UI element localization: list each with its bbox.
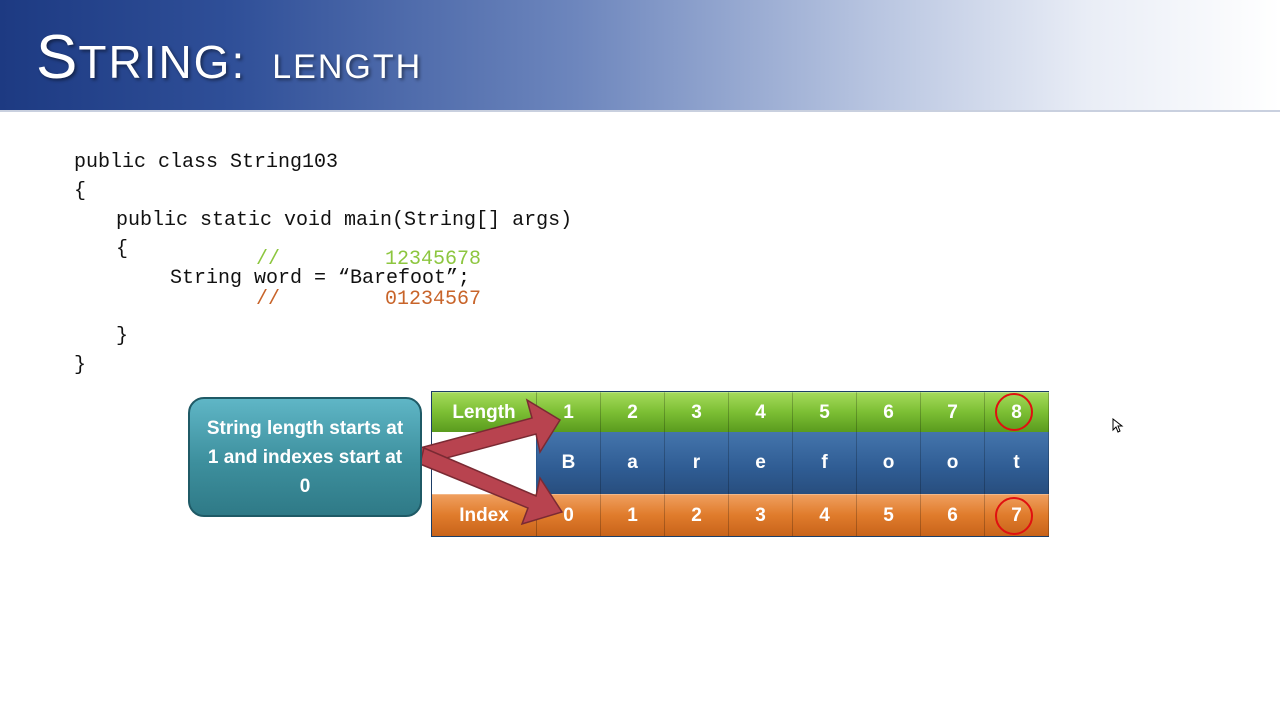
index-cell: 5 [857, 494, 921, 536]
title-subtitle: LENGTH [272, 48, 423, 86]
character-cell: e [729, 432, 793, 494]
index-cell: 4 [793, 494, 857, 536]
comment-index-slashes: // [256, 288, 281, 311]
slide-title: STRING: LENGTH [36, 22, 422, 93]
explanation-callout: String length starts at 1 and indexes st… [188, 397, 422, 517]
length-cell: 8 [985, 392, 1049, 432]
character-cell: f [793, 432, 857, 494]
index-label: Index [432, 494, 537, 536]
index-cell: 7 [985, 494, 1049, 536]
code-line-main-close-brace: } [116, 325, 129, 348]
length-cell: 3 [665, 392, 729, 432]
index-cell: 0 [537, 494, 601, 536]
code-line-main-open-brace: { [116, 238, 129, 261]
character-cell: a [601, 432, 665, 494]
code-line-close-brace: } [74, 354, 87, 377]
code-line-open-brace: { [74, 180, 87, 203]
length-cell: 5 [793, 392, 857, 432]
slide-header: STRING: LENGTH [0, 0, 1280, 112]
comment-index-digits: 01234567 [385, 288, 482, 311]
character-cell: r [665, 432, 729, 494]
comment-length-digits: 12345678 [385, 248, 482, 271]
length-cell: 7 [921, 392, 985, 432]
mouse-pointer-icon [1112, 418, 1124, 433]
index-cell: 3 [729, 494, 793, 536]
length-cell: 6 [857, 392, 921, 432]
title-main-capital: S [36, 23, 79, 92]
character-cell: t [985, 432, 1049, 494]
length-cell: 4 [729, 392, 793, 432]
character-cell: B [537, 432, 601, 494]
code-line-string-word: String word = “Barefoot”; [170, 267, 471, 290]
code-line-class: public class String103 [74, 151, 339, 174]
index-cell: 6 [921, 494, 985, 536]
index-cell: 2 [665, 494, 729, 536]
comment-length-slashes: // [256, 248, 281, 271]
index-cell: 1 [601, 494, 665, 536]
length-cell: 1 [537, 392, 601, 432]
character-cell: o [921, 432, 985, 494]
code-line-main: public static void main(String[] args) [116, 209, 573, 232]
length-label: Length [432, 392, 537, 432]
character-cell: o [857, 432, 921, 494]
length-cell: 2 [601, 392, 665, 432]
title-main-rest: TRING: [78, 36, 247, 88]
character-row-spacer [432, 432, 537, 494]
